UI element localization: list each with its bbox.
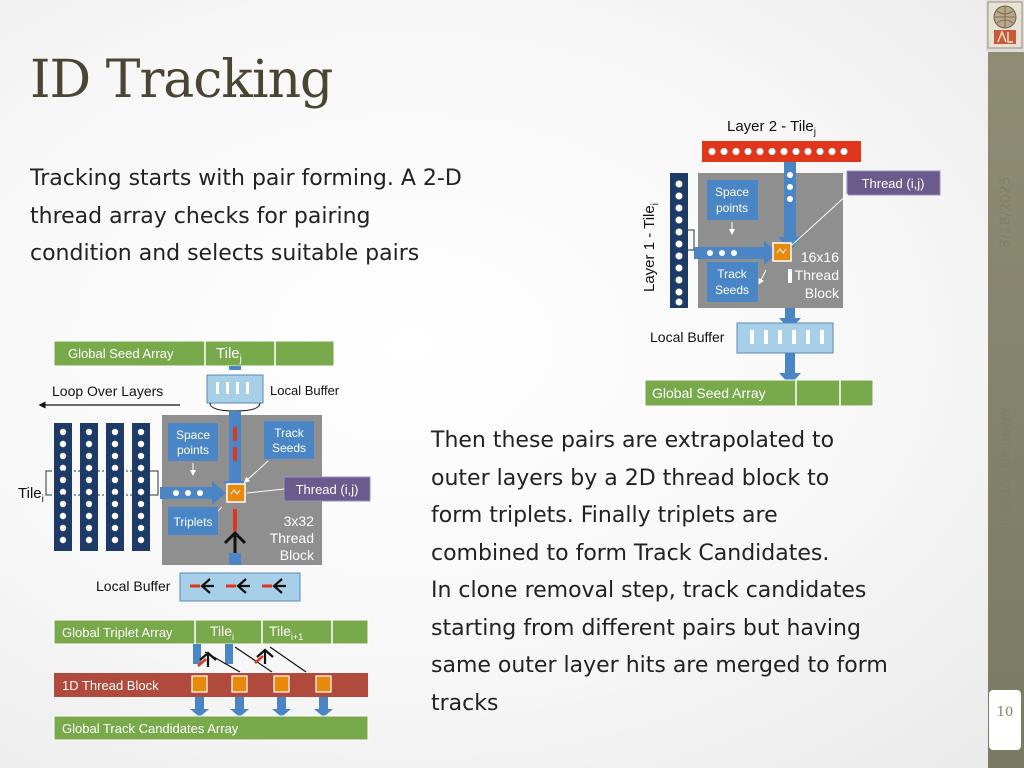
body-line: tracks bbox=[431, 690, 499, 716]
pair-forming-diagram: Layer 2 - Tilej Layer 1 - Tilei Space po… bbox=[641, 118, 941, 407]
layer2-label: Layer 2 - Tilej bbox=[727, 118, 816, 138]
thread-cells-1d bbox=[191, 675, 332, 693]
loop-over-layers-label: Loop Over Layers bbox=[52, 383, 163, 399]
intro-paragraph: Tracking starts with pair forming. A 2-D… bbox=[30, 160, 462, 273]
footer-label: S.Kama CHEP 2015, Okinawa bbox=[998, 408, 1014, 613]
global-seed-array-bar bbox=[53, 340, 335, 367]
space-points-box bbox=[168, 423, 218, 461]
svg-text:Track: Track bbox=[274, 426, 305, 440]
svg-text:Thread (i,j): Thread (i,j) bbox=[862, 176, 925, 191]
intro-line: Tracking starts with pair forming. A 2-D bbox=[30, 166, 462, 191]
tile-i1-triplet-label: Tilei+1 bbox=[269, 623, 303, 642]
body-line: combined to form Track Candidates. bbox=[431, 540, 830, 566]
triplets-box bbox=[168, 507, 218, 535]
down-arrow-icon bbox=[778, 162, 802, 251]
body-line: starting from different pairs but having bbox=[431, 615, 861, 641]
body-line: form triplets. Finally triplets are bbox=[431, 503, 778, 528]
layer-tile-columns bbox=[54, 423, 150, 551]
local-buffer-label: Local Buffer bbox=[650, 329, 725, 345]
body-line: Then these pairs are extrapolated to bbox=[431, 428, 835, 453]
space-points-box bbox=[707, 180, 758, 220]
svg-text:Thread (i,j): Thread (i,j) bbox=[296, 482, 359, 497]
local-buffer-top-box bbox=[206, 374, 264, 404]
body-line: outer layers by a 2D thread block to bbox=[431, 465, 830, 491]
slide-title: ID Tracking bbox=[30, 50, 333, 110]
svg-text:Global Track Candidates Array: Global Track Candidates Array bbox=[62, 721, 239, 736]
svg-text:Seeds: Seeds bbox=[272, 441, 306, 455]
svg-text:Global Triplet Array: Global Triplet Array bbox=[62, 625, 173, 640]
tile-j-label: Tilej bbox=[216, 345, 242, 365]
svg-text:Triplets: Triplets bbox=[174, 515, 213, 529]
svg-text:Global Seed Array: Global Seed Array bbox=[68, 346, 174, 361]
svg-text:Thread: Thread bbox=[270, 530, 314, 546]
local-buffer-triplet-marks bbox=[190, 578, 286, 594]
svg-text:Space: Space bbox=[715, 185, 749, 199]
thread-ij-tag bbox=[283, 476, 371, 502]
svg-text:points: points bbox=[716, 201, 748, 215]
svg-text:Track: Track bbox=[717, 267, 748, 281]
svg-text:Block: Block bbox=[280, 547, 315, 563]
page-number: 10 bbox=[996, 705, 1014, 720]
svg-text:Block: Block bbox=[805, 285, 840, 301]
track-seeds-box bbox=[264, 421, 314, 459]
thread-ij-tag bbox=[846, 170, 941, 196]
intro-line: condition and selects suitable pairs bbox=[30, 241, 420, 266]
svg-text:Thread: Thread bbox=[795, 267, 839, 283]
svg-text:points: points bbox=[177, 443, 209, 457]
local-buffer-bottom-label: Local Buffer bbox=[96, 578, 171, 594]
layer1-label: Layer 1 - Tilei bbox=[641, 203, 661, 292]
global-seed-array-bar bbox=[644, 379, 874, 407]
body-paragraph: Then these pairs are extrapolated to out… bbox=[431, 422, 888, 722]
svg-text:Space: Space bbox=[176, 428, 210, 442]
tile-i-label: Tilei bbox=[18, 485, 44, 505]
body-line: In clone removal step, track candidates bbox=[431, 578, 867, 603]
track-seeds-box bbox=[707, 262, 758, 302]
svg-text:Seeds: Seeds bbox=[715, 283, 749, 297]
date-label: 3/18/2025 bbox=[998, 176, 1014, 248]
tile-i-triplet-label: Tilei bbox=[210, 623, 234, 642]
local-buffer-slots bbox=[750, 330, 824, 344]
sidebar-strip bbox=[988, 52, 1024, 768]
svg-text:3x32: 3x32 bbox=[284, 513, 315, 529]
svg-text:1D Thread Block: 1D Thread Block bbox=[62, 678, 159, 693]
right-arrow-icon bbox=[160, 481, 226, 505]
layer1-hits bbox=[675, 180, 683, 306]
local-buffer-top-label: Local Buffer bbox=[270, 383, 340, 398]
svg-text:16x16: 16x16 bbox=[801, 249, 839, 265]
global-triplet-array-bar bbox=[53, 619, 369, 645]
svg-text:Global Seed Array: Global Seed Array bbox=[652, 385, 766, 401]
global-track-candidates-bar bbox=[53, 715, 369, 741]
intro-line: thread array checks for pairing bbox=[30, 203, 371, 229]
atlas-logo bbox=[986, 0, 1024, 52]
page-number-box bbox=[989, 690, 1021, 750]
layer2-hits bbox=[708, 148, 848, 155]
triplet-forming-diagram: Global Seed Array Tilej Loop Over Layers… bbox=[18, 340, 371, 741]
body-line: same outer layer hits are merged to form bbox=[431, 653, 888, 678]
